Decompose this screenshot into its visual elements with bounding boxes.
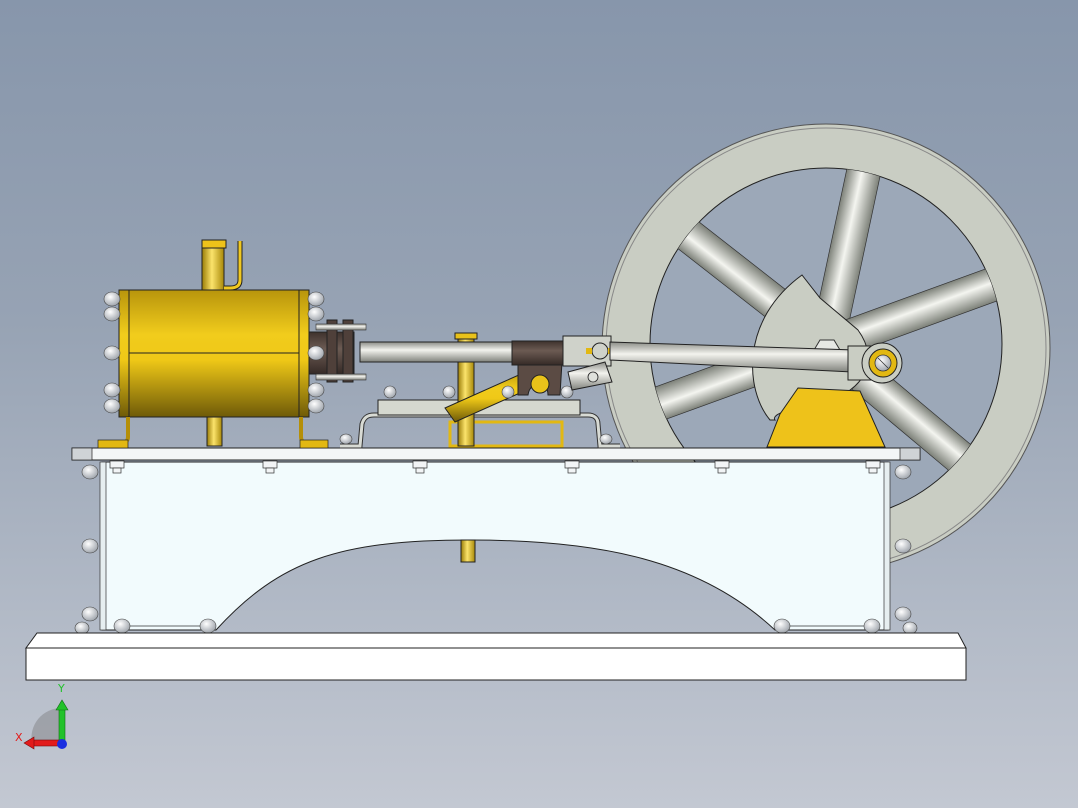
steam-inlet-pipe [201,245,225,291]
view-orientation-triad[interactable]: Y X [10,682,80,756]
piston-rod [359,341,513,363]
bed-plate [71,447,921,461]
guide-bolts [339,385,613,445]
z-axis-dot [57,739,67,749]
cylinder-bolts [103,291,325,414]
shaft-stub [460,539,476,563]
triad-plane [31,707,62,744]
side-bolts [74,464,918,635]
main-bearing [766,387,886,448]
crosshead [511,340,567,366]
exhaust-pipe [206,416,223,447]
y-axis-label: Y [58,682,65,695]
y-axis-arrow [58,707,66,743]
base-board [25,632,967,681]
frame-nuts [109,460,881,474]
x-axis-label: X [15,731,23,744]
engine-frame [99,461,891,631]
cylinder[interactable] [118,289,310,418]
